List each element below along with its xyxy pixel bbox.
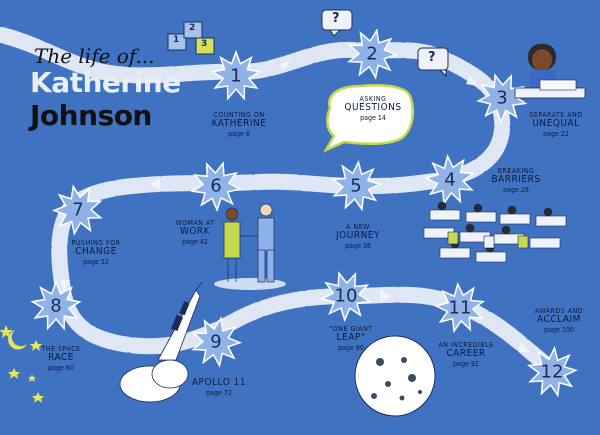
chapter-star-2 bbox=[347, 28, 399, 80]
chapter-12-number[interactable]: 12 bbox=[540, 361, 564, 383]
chapter-1-label[interactable]: COUNTING ON KATHERINE page 8 bbox=[211, 111, 267, 138]
title-johnson: Johnson bbox=[30, 99, 152, 132]
asking-questions-bubble bbox=[323, 84, 414, 153]
die-3-label: 3 bbox=[201, 39, 208, 49]
chapter-star-9 bbox=[191, 316, 243, 368]
winding-path bbox=[0, 27, 561, 378]
dice-illustration bbox=[167, 21, 215, 55]
rocket-illustration bbox=[119, 281, 203, 403]
chapter-11-label[interactable]: AN INCREDIBLE CAREER page 92 bbox=[438, 341, 494, 368]
chapter-star-5 bbox=[330, 159, 383, 212]
moon-illustration bbox=[354, 335, 436, 417]
classroom-illustration bbox=[423, 201, 567, 263]
chapter-7-number[interactable]: 7 bbox=[72, 199, 84, 221]
chapter-8-label[interactable]: THE SPACE RACE page 60 bbox=[41, 345, 81, 372]
title-katherine: Katherine bbox=[30, 66, 181, 99]
chapter-5-label[interactable]: A NEW JOURNEY page 36 bbox=[336, 223, 380, 250]
question-mark-icon: ? bbox=[332, 11, 340, 26]
chapter-star-8 bbox=[30, 279, 82, 331]
chapter-star-7 bbox=[51, 184, 103, 236]
chapter-star-1 bbox=[210, 49, 262, 101]
die-1-label: 1 bbox=[173, 35, 180, 45]
chapter-12-label[interactable]: AWARDS AND ACCLAIM page 100 bbox=[534, 307, 584, 334]
chapter-4-number[interactable]: 4 bbox=[444, 169, 456, 191]
chapter-3-label[interactable]: SEPARATE AND UNEQUAL page 22 bbox=[529, 111, 583, 138]
chapter-5-number[interactable]: 5 bbox=[350, 175, 362, 197]
chapter-6-number[interactable]: 6 bbox=[210, 175, 222, 197]
chapter-9-number[interactable]: 9 bbox=[210, 331, 222, 353]
question-mark-icon: ? bbox=[428, 50, 436, 65]
chapter-star-11 bbox=[433, 281, 486, 334]
chapter-6-label[interactable]: WOMAN AT WORK page 42 bbox=[175, 219, 215, 246]
path-arrows bbox=[60, 60, 530, 352]
chapter-7-label[interactable]: PUSHING FOR CHANGE page 52 bbox=[71, 239, 121, 266]
chapter-10-number[interactable]: 10 bbox=[334, 285, 358, 307]
die-2-label: 2 bbox=[189, 23, 196, 33]
chapter-star-10 bbox=[320, 270, 372, 323]
chapter-star-4 bbox=[423, 153, 476, 206]
chapter-1-number[interactable]: 1 bbox=[230, 65, 242, 87]
chapter-4-label[interactable]: BREAKING BARRIERS page 28 bbox=[491, 167, 541, 194]
katherine-desk-illustration bbox=[514, 44, 586, 99]
chapter-2-label[interactable]: ASKING QUESTIONS page 14 bbox=[344, 95, 402, 122]
night-sky bbox=[0, 325, 44, 403]
chapter-8-number[interactable]: 8 bbox=[50, 295, 62, 317]
chapter-11-number[interactable]: 11 bbox=[448, 297, 472, 319]
handshake-illustration bbox=[214, 203, 286, 290]
title-the-life-of: The life of... bbox=[34, 44, 155, 68]
question-bubbles bbox=[321, 9, 449, 78]
chapter-stars bbox=[30, 28, 579, 398]
chapter-2-number[interactable]: 2 bbox=[366, 43, 378, 65]
chapter-star-12 bbox=[526, 345, 579, 398]
chapter-3-number[interactable]: 3 bbox=[496, 87, 508, 109]
chapter-9-label[interactable]: APOLLO 11 page 72 bbox=[191, 377, 247, 397]
chapter-star-6 bbox=[190, 161, 242, 213]
chapter-10-label[interactable]: "ONE GIANT LEAP" page 80 bbox=[329, 325, 373, 352]
